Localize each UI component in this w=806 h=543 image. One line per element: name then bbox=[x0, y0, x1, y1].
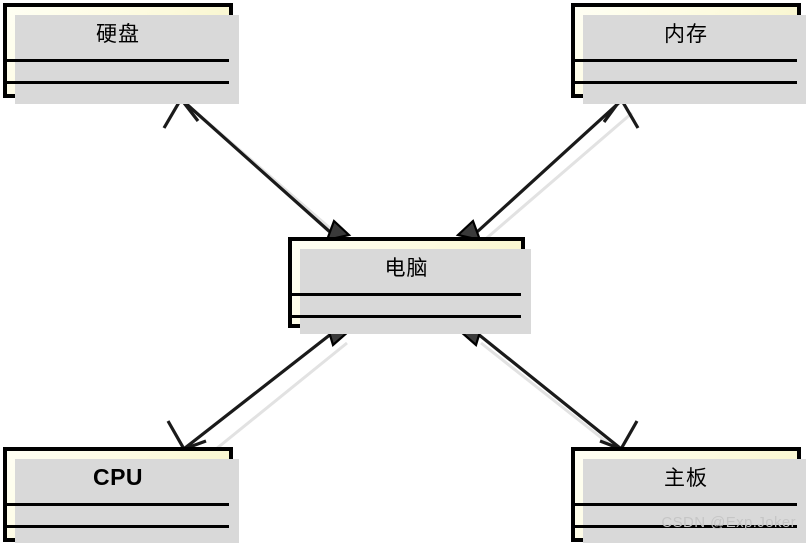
class-operations-mainboard bbox=[575, 525, 797, 538]
class-name-harddisk: 硬盘 bbox=[96, 23, 140, 46]
class-attributes-harddisk bbox=[7, 59, 229, 81]
watermark: CSDN @Exp.Joker bbox=[661, 514, 796, 531]
class-attributes-memory bbox=[575, 59, 797, 81]
class-box-memory[interactable]: 内存 bbox=[571, 3, 806, 104]
class-operations-harddisk bbox=[7, 81, 229, 94]
class-attributes-mainboard bbox=[575, 503, 797, 525]
class-name-computer: 电脑 bbox=[384, 257, 429, 280]
edge-computer-mainboard[interactable] bbox=[457, 323, 639, 451]
edge-computer-cpu[interactable] bbox=[166, 323, 352, 451]
class-box-computer[interactable]: 电脑 bbox=[288, 237, 531, 334]
class-box-mainboard[interactable]: 主板 bbox=[571, 447, 806, 543]
class-name-memory: 内存 bbox=[664, 23, 708, 46]
class-box-cpu[interactable]: CPU bbox=[3, 447, 239, 543]
class-operations-cpu bbox=[7, 525, 229, 538]
edge-computer-memory[interactable] bbox=[455, 96, 640, 242]
class-operations-computer bbox=[292, 315, 521, 324]
class-box-harddisk[interactable]: 硬盘 bbox=[3, 3, 239, 104]
class-operations-memory bbox=[575, 81, 797, 94]
class-name-mainboard: 主板 bbox=[664, 467, 708, 490]
class-attributes-cpu bbox=[7, 503, 229, 525]
class-attributes-computer bbox=[292, 293, 521, 315]
class-name-cpu: CPU bbox=[92, 463, 144, 490]
